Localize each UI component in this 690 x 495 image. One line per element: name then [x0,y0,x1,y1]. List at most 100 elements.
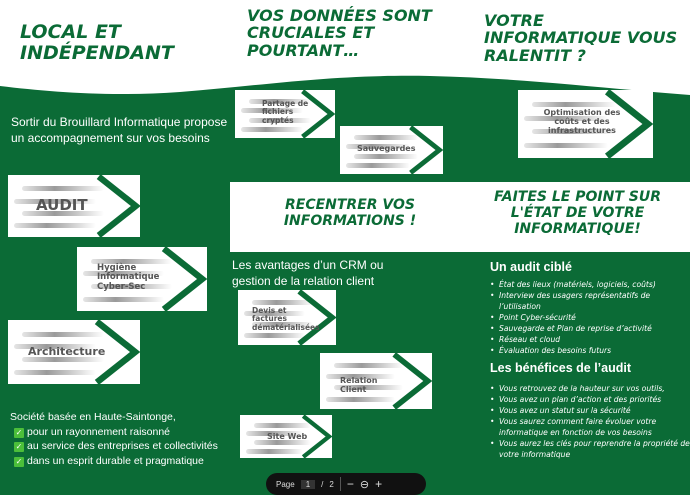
stripe-decoration [22,210,104,216]
stripe-decoration [524,115,608,121]
stripe-decoration [241,108,303,114]
company-item: au service des entreprises et collectivi… [27,440,218,453]
list-item: Vous aurez les clés pour reprendre la pr… [490,438,690,460]
stripe-decoration [91,258,172,264]
page-total: 2 [329,479,334,489]
list-item: État des lieux (matériels, logiciels, co… [490,279,690,290]
stripe-decoration [334,385,404,391]
stripe-decoration [22,331,104,337]
card-label: Architecture [28,345,106,358]
card-audit: AUDIT [8,175,140,237]
company-item: dans un esprit durable et pragmatique [27,455,204,468]
stripe-decoration [252,299,313,305]
card-hygiene: Hygiène Informatique Cyber-Sec [77,247,207,311]
benefits-title: Les bénéfices de l’audit [490,361,632,375]
heading-ralentit: VOTRE INFORMATIQUE VOUS RALENTIT ? [484,11,678,65]
stripe-decoration [244,310,305,316]
audit-title: Un audit ciblé [490,260,572,274]
chevron-right-icon [392,353,432,409]
crm-text: Les avantages d’un CRM ou gestion de la … [232,258,384,288]
chevron-right-icon [96,175,140,237]
chevron-right-icon [301,415,332,458]
company-item: pour un rayonnement raisonné [27,425,171,438]
stripe-decoration [326,396,396,402]
list-item: Vous retrouvez de la hauteur sur vos out… [490,383,690,394]
stripe-decoration [524,143,608,149]
wave-header-background [0,0,690,95]
stripe-decoration [346,144,410,150]
stripe-decoration [22,357,104,363]
chevron-right-icon [604,90,653,158]
list-item: Évaluation des besoins futurs [490,345,690,356]
audit-list: État des lieux (matériels, logiciels, co… [490,279,690,356]
stripe-decoration [254,422,312,428]
card-site: Site Web [240,415,332,458]
list-item: Interview des usagers représentatifs de … [490,290,690,312]
list-item: Point Cyber-sécurité [490,312,690,323]
stripe-decoration [346,163,410,169]
intro-text: Sortir du Brouillard Informatique propos… [11,115,228,146]
stripe-decoration [249,98,311,104]
card-label: Site Web [267,432,308,441]
stripe-decoration [244,332,305,338]
stripe-decoration [14,223,96,229]
company-line: Société basée en Haute-Saintonge, [10,411,176,423]
card-relation: Relation Client [320,353,432,409]
stripe-decoration [83,271,164,277]
card-architecture: Architecture [8,320,140,384]
stripe-decoration [326,374,396,380]
list-item: Vous avez un plan d’action et des priori… [490,394,690,405]
chevron-right-icon [301,90,335,138]
stripe-decoration [14,344,96,350]
card-devis: Devis et factures dématérialisées [238,290,336,345]
stripe-decoration [249,117,311,123]
list-item: Vous avez un statut sur la sécurité [490,405,690,416]
chevron-right-icon [297,290,336,345]
page-separator: / [321,479,324,489]
stripe-decoration [334,363,404,369]
card-label: Optimisation des coûts et des infrastruc… [543,108,621,135]
stripe-decoration [254,439,312,445]
stripe-decoration [246,431,304,437]
stripe-decoration [22,186,104,192]
stripe-decoration [241,127,303,133]
card-label: AUDIT [36,196,88,214]
list-item: Sauvegarde et Plan de reprise d’activité [490,323,690,334]
list-item: Réseau et cloud [490,334,690,345]
stripe-decoration [532,129,616,135]
heading-faites-le-point: FAITES LE POINT SUR L'ÉTAT DE VOTRE INFO… [494,189,661,238]
check-icon: ✓ [14,442,24,453]
company-info: Société basée en Haute-Saintonge, ✓pour … [10,410,218,469]
white-band [230,182,690,252]
card-label: Hygiène Informatique Cyber-Sec [97,263,160,292]
page-input[interactable]: 1 [300,479,316,489]
pdf-toolbar: Page 1 / 2 − ⊖ + [266,473,426,495]
page-label: Page [276,479,295,489]
stripe-decoration [246,448,304,454]
zoom-in-button[interactable]: + [375,477,383,491]
stripe-decoration [83,296,164,302]
stripe-decoration [354,153,418,159]
card-optimisation: Optimisation des coûts et des infrastruc… [518,90,653,158]
audit-section: Un audit ciblé État des lieux (matériels… [490,260,690,460]
stripe-decoration [354,134,418,140]
list-item: Vous saurez comment faire évoluer votre … [490,416,690,438]
stripe-decoration [91,284,172,290]
card-label: Sauvegardes [357,144,416,153]
stripe-decoration [252,321,313,327]
check-icon: ✓ [14,457,24,468]
stripe-decoration [14,198,96,204]
heading-local: LOCAL ET INDÉPENDANT [20,21,174,64]
check-icon: ✓ [14,427,24,438]
toolbar-divider [339,477,341,491]
heading-recentrer: RECENTRER VOS INFORMATIONS ! [283,197,417,230]
card-sauvegardes: Sauvegardes [340,126,443,174]
chevron-right-icon [409,126,443,174]
zoom-out-button[interactable]: − [346,477,354,491]
chevron-right-icon [161,247,207,311]
benefits-list: Vous retrouvez de la hauteur sur vos out… [490,383,690,460]
card-label: Devis et factures dématérialisées [252,306,320,332]
zoom-reset-icon[interactable]: ⊖ [359,478,370,491]
card-label: Relation Client [340,376,378,394]
heading-donnees: VOS DONNÉES SONT CRUCIALES ET POURTANT… [247,6,432,60]
